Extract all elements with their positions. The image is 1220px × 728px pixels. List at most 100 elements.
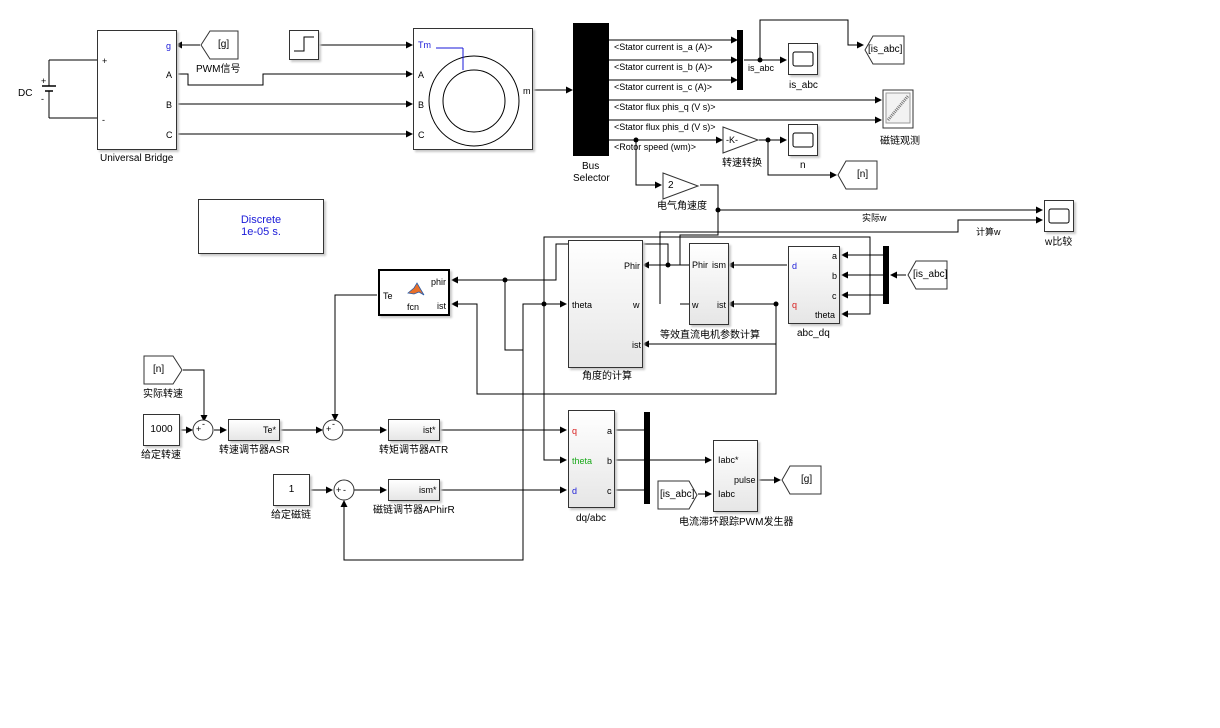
flux-observation-label: 磁链观测	[880, 136, 920, 147]
speed-conversion-label: 转速转换	[722, 158, 762, 169]
bridge-port-a: A	[166, 70, 173, 80]
angle-calc-block[interactable]: Phir theta w ist	[568, 240, 643, 368]
angle-port-phir: Phir	[624, 261, 641, 271]
atr-label: 转矩调节器ATR	[379, 445, 449, 456]
dq-abc-port-b: b	[607, 456, 613, 466]
pwm-generator-label: 电流滞环跟踪PWM发生器	[679, 517, 794, 528]
n-from-tag[interactable]: [n]	[143, 355, 183, 385]
pwm-port-iabc: Iabc	[718, 489, 736, 499]
bus-selector-label-2: Selector	[573, 173, 610, 184]
abc-dq-port-theta: theta	[815, 310, 836, 320]
atr-block[interactable]: ist*	[388, 419, 440, 441]
abc-dq-port-q: q	[792, 300, 798, 310]
speed-ref-constant[interactable]: 1000	[143, 414, 180, 446]
bridge-port-minus: -	[102, 115, 105, 125]
actual-w-label: 实际w	[862, 213, 887, 223]
n-scope-label: n	[800, 160, 806, 171]
n-scope[interactable]	[788, 124, 818, 156]
pwm-is-abc-from-tag[interactable]: [is_abc]	[657, 480, 699, 510]
scope-icon	[1048, 208, 1070, 224]
is-abc-scope-label: is_abc	[789, 80, 818, 91]
pwm-from-tag[interactable]: [g]	[200, 30, 240, 60]
fcn-out-ist: ist	[437, 301, 446, 311]
bus-signal-is-b: <Stator current is_b (A)>	[614, 62, 713, 72]
abc-dq-port-a: a	[832, 251, 838, 261]
torque-sum-block[interactable]: + -	[322, 419, 344, 441]
electrical-speed-gain-block[interactable]: 2	[662, 172, 700, 200]
dc-equivalent-label: 等效直流电机参数计算	[660, 330, 760, 341]
fcn-in-te: Te	[383, 291, 393, 301]
motor-port-m: m	[523, 86, 531, 96]
dq-abc-port-a: a	[607, 426, 613, 436]
powergui-block[interactable]: Discrete 1e-05 s.	[198, 199, 324, 254]
pwm-signal-label: PWM信号	[196, 64, 241, 75]
is-abc-wire-label: is_abc	[748, 63, 775, 73]
flux-sum-block[interactable]: + -	[333, 479, 355, 501]
speed-ref-label: 给定转速	[141, 450, 181, 461]
dq-abc-port-theta: theta	[572, 456, 593, 466]
universal-bridge-block[interactable]: g A B C + -	[97, 30, 177, 150]
pwm-port-pulse: pulse	[734, 475, 756, 485]
universal-bridge-label: Universal Bridge	[100, 153, 174, 164]
dq-abc-port-c: c	[607, 486, 612, 496]
pwm-generator-block[interactable]: Iabc* Iabc pulse	[713, 440, 758, 512]
pwm-port-iabc-ref: Iabc*	[718, 455, 739, 465]
speed-gain-block[interactable]: -K-	[722, 126, 760, 154]
dq-abc-port-q: q	[572, 426, 578, 436]
powergui-mode: Discrete	[240, 214, 282, 226]
dc-equivalent-block[interactable]: Phir ism w ist	[689, 243, 729, 325]
electrical-speed-label: 电气角速度	[657, 201, 707, 212]
scope-icon	[792, 132, 814, 148]
bridge-port-b: B	[166, 100, 173, 110]
induction-motor-block[interactable]: Tm A B C m	[413, 28, 533, 150]
abc-dq-port-b: b	[832, 271, 838, 281]
dc-port-ism: ism	[712, 260, 726, 270]
abc-dq-block[interactable]: d q a b c theta	[788, 246, 840, 324]
fcn-out-phir: phir	[431, 277, 447, 287]
dc-port-ist: ist	[717, 300, 726, 310]
step-icon	[294, 36, 314, 52]
motor-port-tm: Tm	[418, 40, 431, 50]
dq-abc-label: dq/abc	[576, 513, 607, 524]
bridge-port-c: C	[166, 130, 173, 140]
motor-port-b: B	[418, 100, 425, 110]
bus-signal-phis-q: <Stator flux phis_q (V s)>	[614, 102, 716, 112]
abc-dq-label: abc_dq	[797, 328, 830, 339]
bridge-port-plus: +	[102, 56, 108, 66]
bus-selector-block[interactable]	[573, 23, 609, 156]
is-abc-from-tag[interactable]: [is_abc]	[907, 260, 949, 290]
w-compare-label: w比较	[1045, 237, 1073, 248]
flux-ref-label: 给定磁链	[271, 510, 311, 521]
asr-block[interactable]: Te*	[228, 419, 280, 441]
dc-plus: +	[41, 76, 47, 86]
dc-minus: -	[41, 94, 44, 104]
bridge-port-g: g	[166, 41, 172, 51]
flux-ref-constant[interactable]: 1	[273, 474, 310, 506]
angle-calc-label: 角度的计算	[582, 371, 632, 382]
dc-port-phir: Phir	[692, 260, 709, 270]
bus-signal-rotor-speed: <Rotor speed (wm)>	[614, 142, 697, 152]
pwm-goto-tag[interactable]: [g]	[781, 465, 823, 495]
matlab-logo-icon	[407, 282, 425, 296]
dq-abc-block[interactable]: q theta d a b c	[568, 410, 615, 508]
fcn-name: fcn	[407, 302, 420, 312]
step-block[interactable]	[289, 30, 319, 60]
angle-port-theta: theta	[572, 300, 593, 310]
angle-port-ist: ist	[632, 340, 641, 350]
is-abc-scope[interactable]	[788, 43, 818, 75]
dc-port-w: w	[692, 300, 699, 310]
n-goto-tag[interactable]: [n]	[837, 160, 879, 190]
powergui-sample-time: 1e-05 s.	[241, 226, 281, 238]
matlab-function-block[interactable]: Te phir ist fcn	[378, 269, 450, 316]
abc-dq-port-d: d	[792, 261, 798, 271]
scope-icon	[792, 51, 814, 67]
is-abc-goto-tag[interactable]: [is_abc]	[864, 35, 906, 65]
aphirr-label: 磁链调节器APhirR	[373, 505, 455, 516]
xy-graph-icon	[882, 89, 914, 129]
w-compare-scope[interactable]	[1044, 200, 1074, 232]
bus-signal-is-a: <Stator current is_a (A)>	[614, 42, 713, 52]
speed-sum-block[interactable]: + -	[192, 419, 214, 441]
aphirr-block[interactable]: ism*	[388, 479, 440, 501]
angle-port-w: w	[633, 300, 640, 310]
asr-label: 转速调节器ASR	[219, 445, 290, 456]
